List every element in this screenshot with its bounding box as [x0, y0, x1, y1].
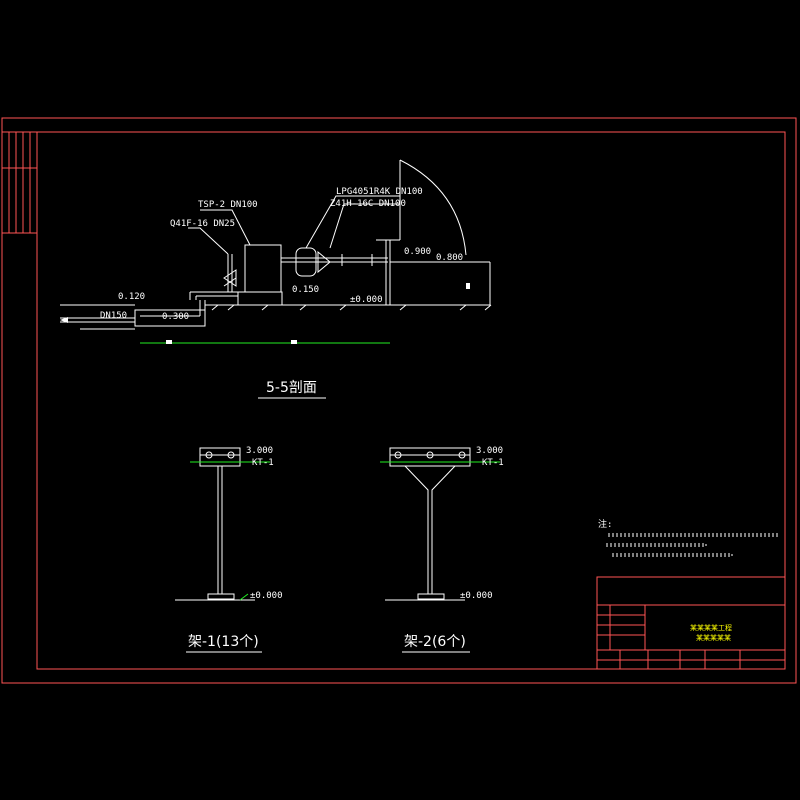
project-line2: 某某某某某 — [696, 634, 731, 642]
project-line1: 某某某某工程 — [690, 623, 732, 632]
frame2-elev-top: 3.000 — [476, 446, 503, 456]
frame2-elev-base: ±0.000 — [460, 591, 493, 601]
title-block: 某某某某工程 某某某某某 — [596, 576, 786, 670]
frame1-tag: KT-1 — [252, 458, 274, 468]
frame1-elev-base: ±0.000 — [250, 591, 283, 601]
label-lpg: LPG4051R4K DN100 — [336, 187, 423, 197]
label-el-0120: 0.120 — [118, 292, 145, 302]
section-title: 5-5剖面 — [266, 380, 317, 396]
frame2-tag: KT-1 — [482, 458, 504, 468]
label-dn150: DN150 — [100, 311, 127, 321]
label-q41f: Q41F-16 DN25 — [170, 219, 235, 229]
section-5-5 — [60, 159, 492, 344]
label-z41h: Z41H-16C DN100 — [330, 199, 406, 209]
binding-strip — [1, 131, 38, 234]
label-tsp: TSP-2 DN100 — [198, 200, 258, 210]
notes-heading: 注: — [598, 518, 612, 530]
inner-border — [36, 131, 786, 670]
frame1-elev-top: 3.000 — [246, 446, 273, 456]
label-el-0900: 0.900 — [404, 247, 431, 257]
section-labels: TSP-2 DN100 Q41F-16 DN25 LPG4051R4K DN10… — [100, 187, 463, 399]
label-el-pm0000: ±0.000 — [350, 295, 383, 305]
frame1-caption: 架-1(13个) — [188, 634, 259, 650]
label-el-0150: 0.150 — [292, 285, 319, 295]
outer-border — [1, 117, 797, 684]
notes-block: 注: — [598, 518, 779, 557]
frame2-caption: 架-2(6个) — [404, 634, 466, 650]
frame-2: 3.000 KT-1 ±0.000 架-2(6个) — [380, 446, 504, 653]
frame-1: 3.000 KT-1 ±0.000 架-1(13个) — [175, 446, 283, 653]
label-el-0800: 0.800 — [436, 253, 463, 263]
label-el-0300: 0.300 — [162, 312, 189, 322]
